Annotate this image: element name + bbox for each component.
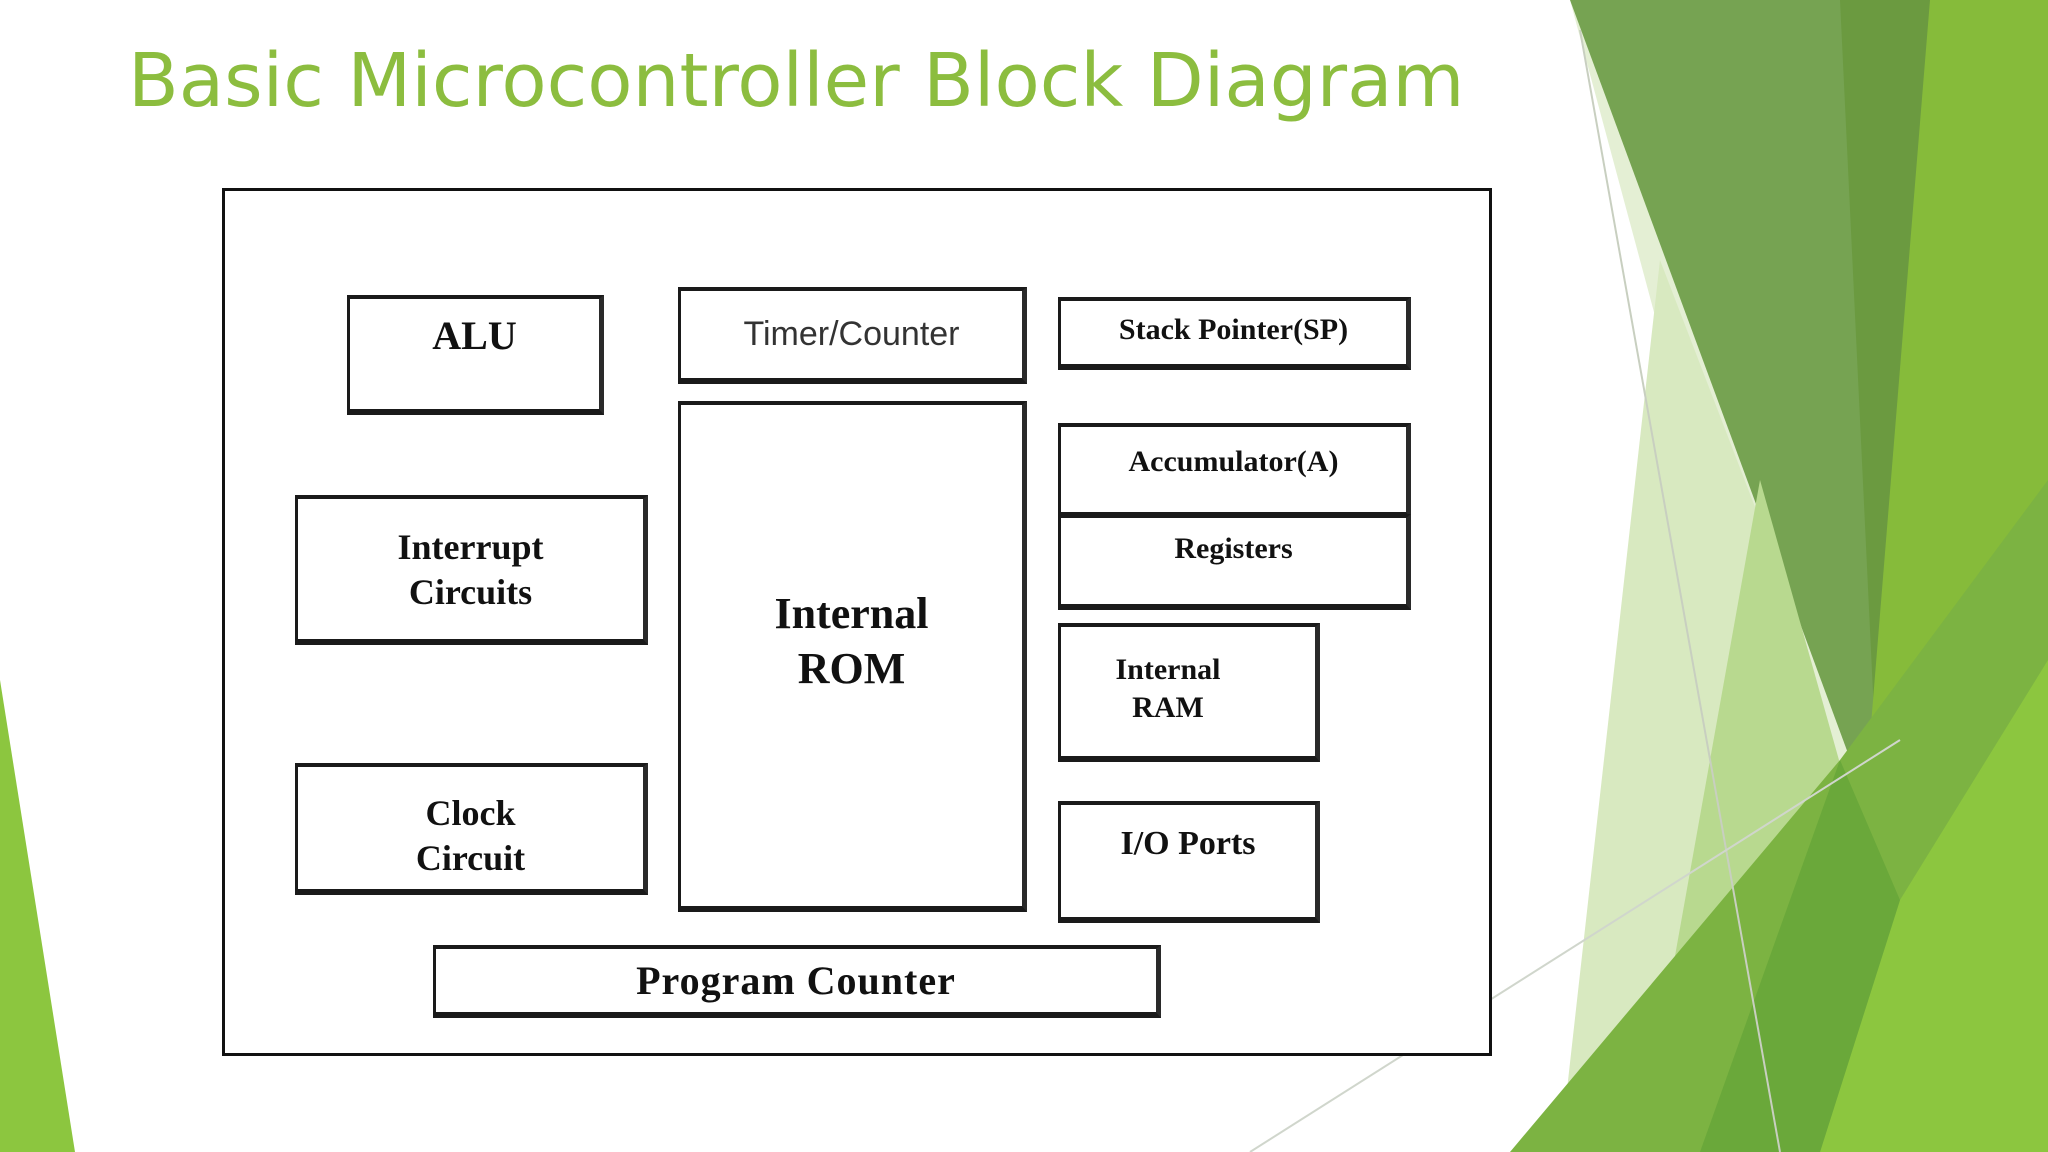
internal-ram-label-line2: RAM: [1132, 690, 1204, 724]
interrupt-label-line1: Interrupt: [397, 527, 544, 567]
thin-diagonal-line-2: [1249, 739, 1901, 1152]
slide-title: Basic Microcontroller Block Diagram: [128, 38, 1465, 124]
clock-label-line2: Circuit: [415, 838, 526, 878]
right-bright-facet: [1860, 0, 2048, 860]
accumulator-block: Accumulator(A): [1058, 423, 1411, 518]
right-bottom-dark-facet: [1700, 760, 1900, 1152]
thin-diagonal-line: [1579, 29, 1781, 1152]
left-green-triangle: [0, 680, 75, 1152]
program-counter-block: Program Counter: [433, 945, 1161, 1018]
timer-counter-block: Timer/Counter: [678, 287, 1027, 384]
program-counter-label: Program Counter: [636, 957, 956, 1003]
io-ports-label: I/O Ports: [1120, 825, 1256, 862]
internal-rom-block: Internal ROM: [678, 401, 1027, 912]
alu-label: ALU: [432, 313, 517, 358]
right-bottom-bright-facet: [1820, 660, 2048, 1152]
clock-label-line1: Clock: [425, 793, 516, 833]
clock-circuit-block: Clock Circuit: [295, 763, 648, 895]
alu-block: ALU: [347, 295, 604, 415]
internal-rom-label-line2: ROM: [797, 643, 906, 693]
interrupt-label-line2: Circuits: [408, 572, 533, 612]
block-diagram-frame: ALU Timer/Counter Stack Pointer(SP) Accu…: [222, 188, 1492, 1056]
registers-label: Registers: [1174, 532, 1293, 565]
internal-ram-block: Internal RAM: [1058, 623, 1320, 762]
stack-pointer-label: Stack Pointer(SP): [1118, 313, 1349, 346]
internal-rom-label-line1: Internal: [774, 588, 929, 638]
registers-block: Registers: [1058, 514, 1411, 610]
internal-ram-label-line1: Internal: [1115, 653, 1221, 686]
io-ports-block: I/O Ports: [1058, 801, 1320, 923]
accumulator-label: Accumulator(A): [1128, 445, 1339, 478]
right-dark-facet: [1570, 0, 1880, 840]
stack-pointer-block: Stack Pointer(SP): [1058, 297, 1411, 370]
interrupt-circuits-block: Interrupt Circuits: [295, 495, 648, 645]
timer-counter-label: Timer/Counter: [743, 315, 960, 354]
